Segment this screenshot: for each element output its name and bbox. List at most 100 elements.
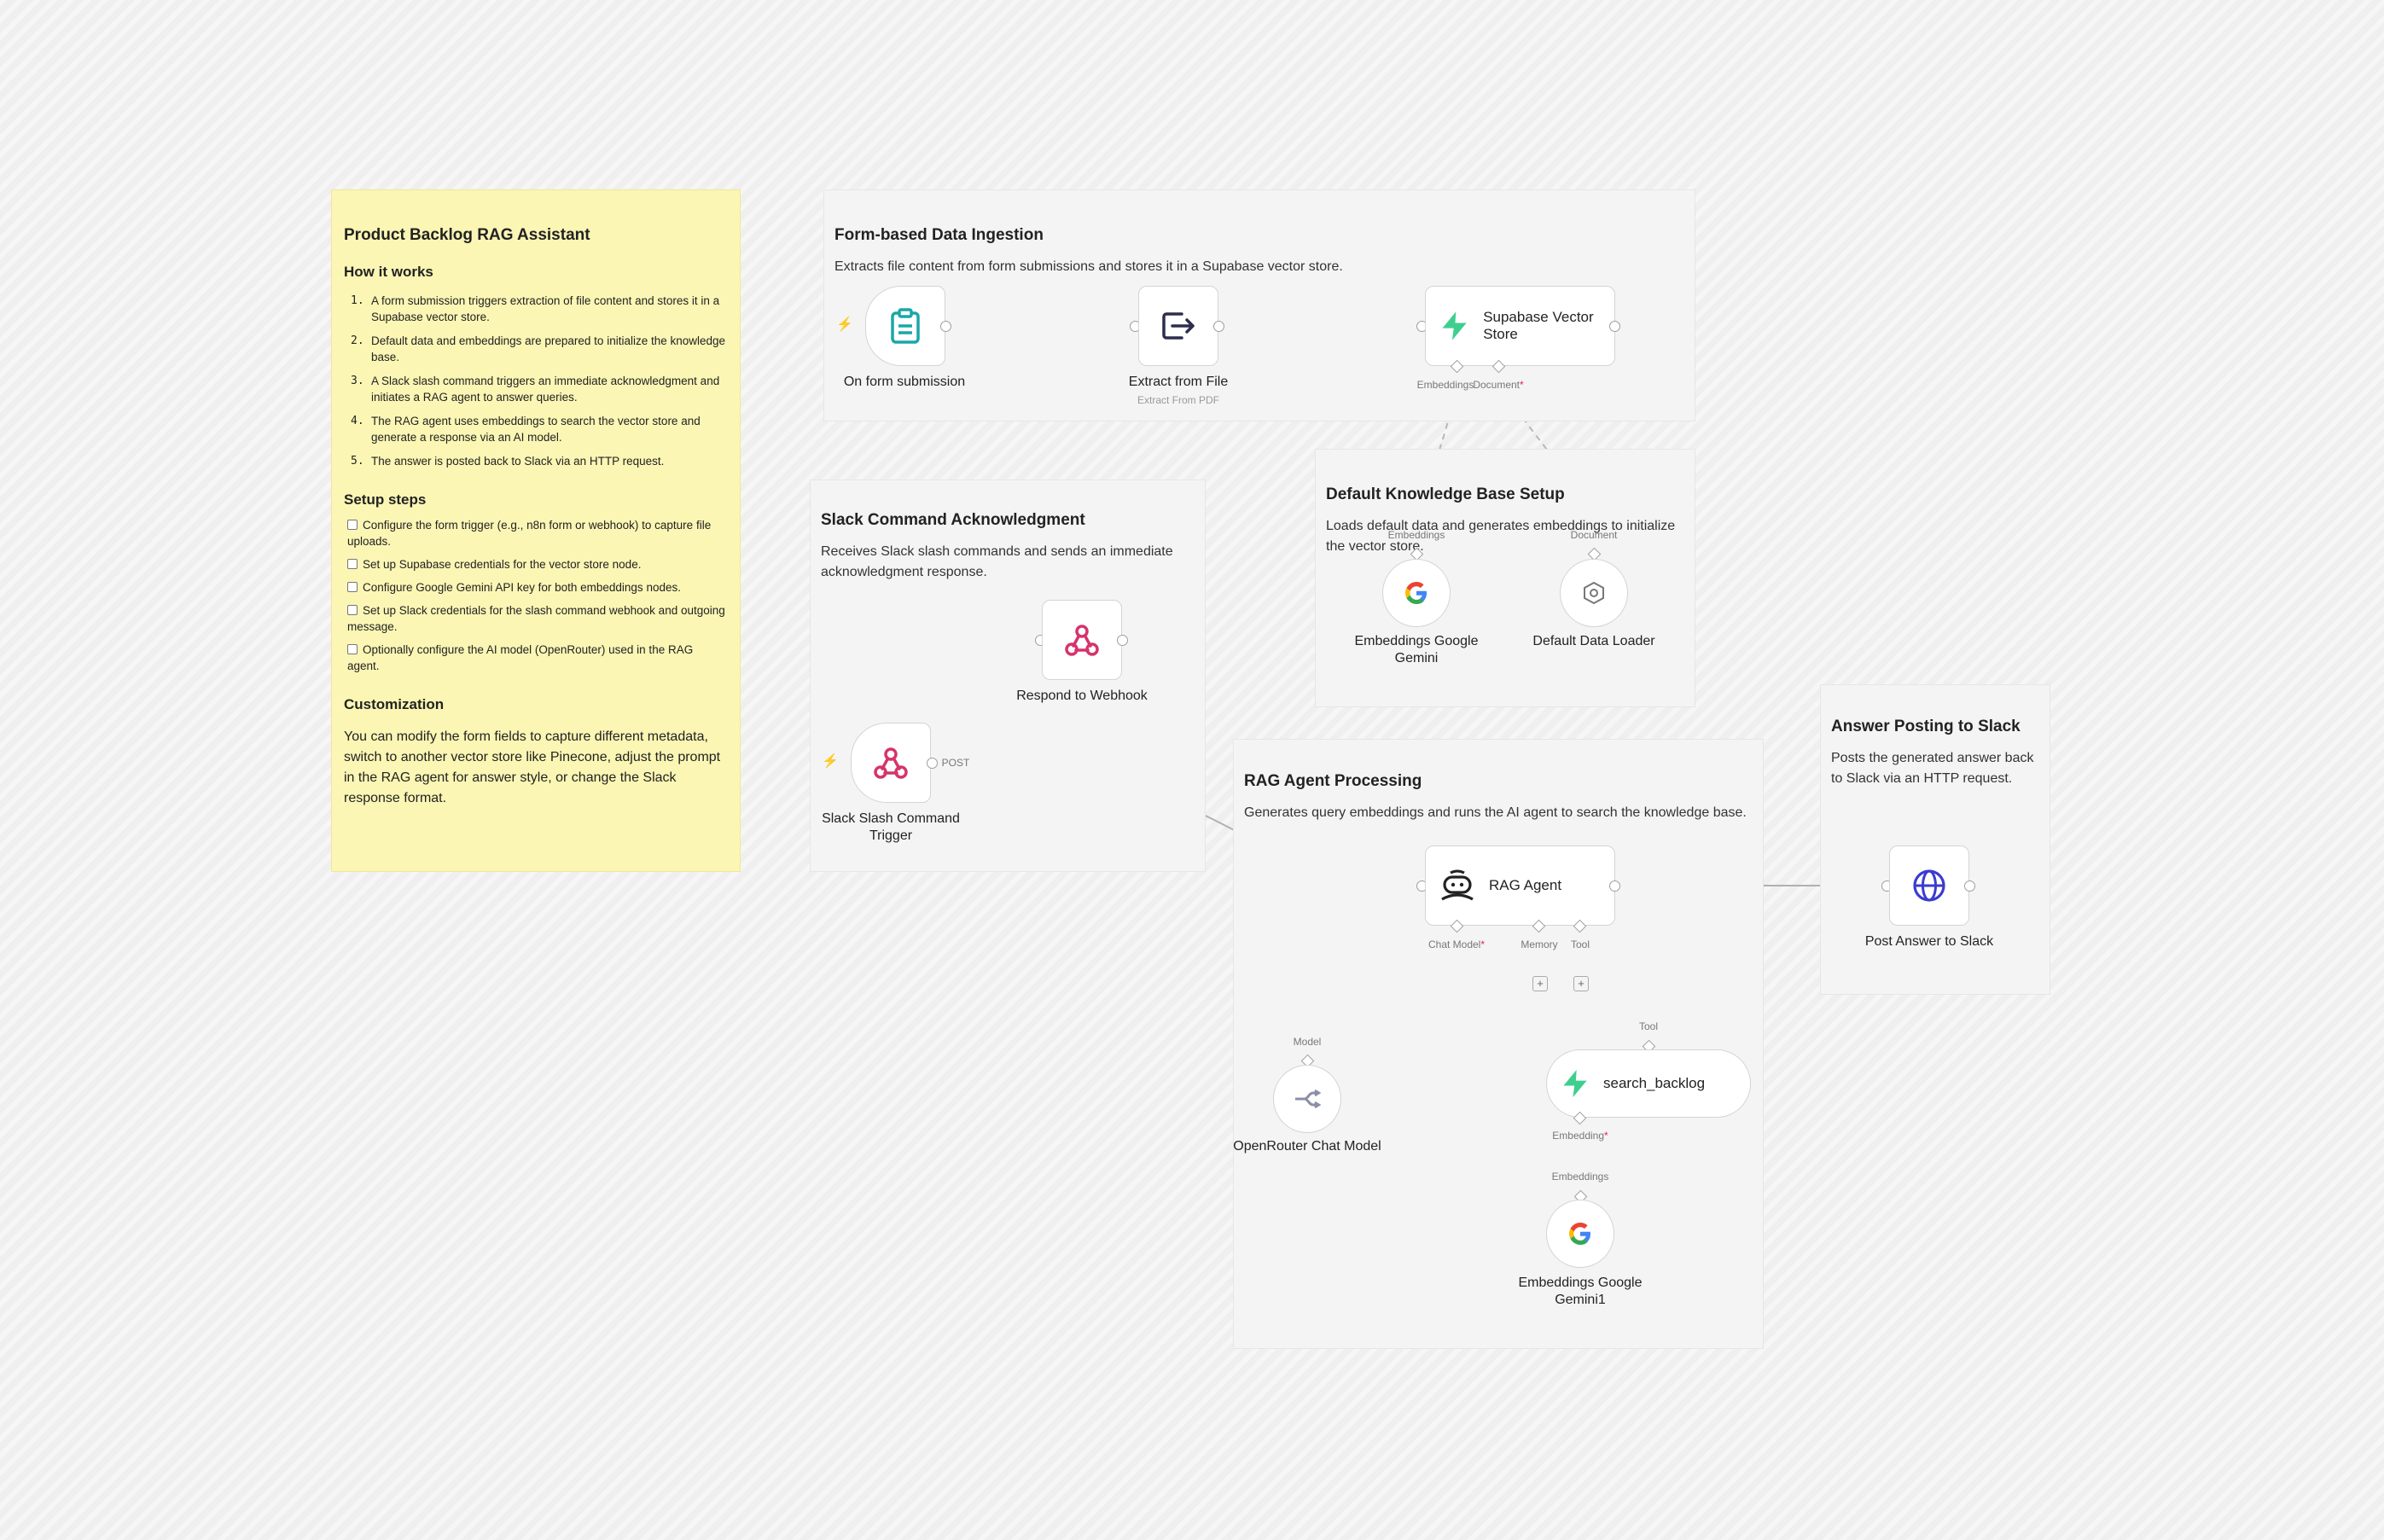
- list-item: A Slack slash command triggers an immedi…: [351, 373, 720, 404]
- output-port[interactable]: [1609, 321, 1620, 332]
- openrouter-icon: [1295, 1089, 1322, 1109]
- port-label-text: Chat Model: [1427, 939, 1481, 950]
- note-description: Generates query embeddings and runs the …: [1244, 805, 1747, 820]
- checkbox[interactable]: [347, 644, 358, 654]
- node-label: On form submission: [843, 375, 966, 389]
- note-title: Slack Command Acknowledgment: [821, 511, 1085, 529]
- node-subtitle: Extract From PDF: [1137, 394, 1219, 406]
- webhook-icon: [874, 747, 908, 779]
- checklist-item: Configure Google Gemini API key for both…: [344, 579, 728, 596]
- required-mark: *: [1520, 379, 1524, 391]
- checkbox[interactable]: [347, 605, 358, 615]
- checklist-text: Configure the form trigger (e.g., n8n fo…: [347, 519, 712, 548]
- port-label: Embeddings: [1551, 1171, 1609, 1183]
- port-label-text: Embedding: [1552, 1130, 1605, 1142]
- node-label: Default Data Loader: [1532, 634, 1655, 648]
- checklist-text: Optionally configure the AI model (OpenR…: [347, 643, 694, 672]
- port-label-text: Embeddings: [1416, 379, 1474, 391]
- output-port[interactable]: [927, 758, 938, 769]
- sticky-note-answer[interactable]: Answer Posting to Slack Posts the genera…: [1820, 684, 2050, 995]
- note-description: Receives Slack slash commands and sends …: [821, 544, 1173, 579]
- sticky-note-slack-ack[interactable]: Slack Command Acknowledgment Receives Sl…: [810, 479, 1206, 872]
- note-title: Form-based Data Ingestion: [834, 226, 1044, 244]
- node-label: search_backlog: [1603, 1075, 1706, 1091]
- node-label: Slack Slash Command Trigger: [822, 811, 960, 843]
- port-label: POST: [941, 757, 970, 769]
- port-label: Document: [1570, 529, 1618, 541]
- note-title: Product Backlog RAG Assistant: [344, 226, 590, 244]
- node-supabase-vector-store[interactable]: Supabase Vector Store: [1425, 286, 1615, 366]
- google-g-icon: [1405, 582, 1427, 604]
- setup-checklist: Configure the form trigger (e.g., n8n fo…: [344, 517, 728, 674]
- list-item: The answer is posted back to Slack via a…: [351, 453, 665, 469]
- trigger-bolt-icon: ⚡: [836, 317, 853, 332]
- globe-icon: [1913, 869, 1945, 902]
- note-title: Default Knowledge Base Setup: [1326, 485, 1565, 503]
- add-tool-button[interactable]: +: [1573, 976, 1589, 991]
- sticky-note-kb-setup[interactable]: Default Knowledge Base Setup Loads defau…: [1315, 449, 1695, 707]
- supabase-bolt-icon: [1563, 1069, 1587, 1098]
- note-title: Answer Posting to Slack: [1831, 718, 2021, 735]
- checklist-item: Optionally configure the AI model (OpenR…: [344, 642, 728, 674]
- google-g-icon: [1569, 1223, 1590, 1245]
- how-it-works-list: A form submission triggers extraction of…: [344, 293, 728, 469]
- node-label: RAG Agent: [1489, 877, 1562, 893]
- checkbox[interactable]: [347, 520, 358, 530]
- port-label: Embeddings: [1387, 529, 1445, 541]
- output-port[interactable]: [1609, 880, 1620, 892]
- port-label: Tool: [1638, 1020, 1659, 1032]
- node-label: Embeddings Google Gemini1: [1518, 1276, 1643, 1307]
- checkbox[interactable]: [347, 582, 358, 592]
- customization-text: You can modify the form fields to captur…: [344, 729, 721, 805]
- list-item: Default data and embeddings are prepared…: [351, 333, 726, 363]
- checklist-text: Configure Google Gemini API key for both…: [363, 581, 681, 594]
- required-mark: *: [1480, 939, 1486, 950]
- port-label: Tool: [1570, 939, 1590, 950]
- node-default-data-loader[interactable]: [1560, 559, 1628, 627]
- port-label: Embeddings: [1417, 379, 1474, 391]
- node-extract-from-file[interactable]: [1138, 286, 1218, 366]
- port-label: Document*: [1473, 379, 1523, 391]
- node-search-backlog[interactable]: search_backlog: [1546, 1049, 1751, 1118]
- trigger-bolt-icon: ⚡: [822, 754, 839, 769]
- setup-steps-heading: Setup steps: [344, 491, 427, 508]
- checklist-item: Set up Slack credentials for the slash c…: [344, 602, 728, 635]
- required-mark: *: [1604, 1130, 1608, 1142]
- export-file-icon: [1162, 312, 1195, 340]
- node-openrouter-chat-model[interactable]: [1273, 1065, 1341, 1133]
- port-label-text: Document: [1473, 379, 1521, 391]
- node-form-submission[interactable]: [865, 286, 945, 366]
- node-respond-to-webhook[interactable]: [1042, 600, 1122, 680]
- checklist-item: Set up Supabase credentials for the vect…: [344, 556, 728, 572]
- output-port[interactable]: [940, 321, 951, 332]
- customization-heading: Customization: [344, 696, 445, 712]
- port-label: Memory: [1521, 939, 1558, 950]
- note-description: Posts the generated answer back to Slack…: [1831, 751, 2034, 786]
- node-label: Embeddings Google Gemini: [1354, 634, 1479, 665]
- port-label: Embedding*: [1552, 1130, 1608, 1142]
- node-embeddings-google-gemini[interactable]: [1382, 559, 1451, 627]
- port-label: Model: [1293, 1036, 1322, 1048]
- node-embeddings-google-gemini1[interactable]: [1546, 1200, 1614, 1268]
- list-item: The RAG agent uses embeddings to search …: [351, 413, 701, 444]
- supabase-bolt-icon: [1442, 311, 1467, 340]
- node-label: Supabase Vector Store: [1483, 309, 1594, 342]
- node-label: OpenRouter Chat Model: [1233, 1139, 1381, 1154]
- output-port[interactable]: [1964, 880, 1975, 892]
- sticky-note-rag[interactable]: RAG Agent Processing Generates query emb…: [1233, 739, 1764, 1349]
- port-label: Chat Model*: [1428, 939, 1485, 950]
- node-post-answer-to-slack[interactable]: [1889, 846, 1969, 926]
- output-port[interactable]: [1213, 321, 1224, 332]
- add-memory-button[interactable]: +: [1532, 976, 1548, 991]
- output-port[interactable]: [1117, 635, 1128, 646]
- node-label: Respond to Webhook: [1016, 689, 1148, 703]
- checklist-text: Set up Supabase credentials for the vect…: [363, 558, 642, 571]
- sticky-note-main[interactable]: Product Backlog RAG Assistant How it wor…: [331, 189, 741, 872]
- checklist-item: Configure the form trigger (e.g., n8n fo…: [344, 517, 728, 549]
- checkbox[interactable]: [347, 559, 358, 569]
- node-slack-slash-trigger[interactable]: [851, 723, 931, 803]
- note-title: RAG Agent Processing: [1244, 772, 1422, 790]
- node-label: Post Answer to Slack: [1864, 934, 1994, 949]
- node-rag-agent[interactable]: RAG Agent: [1425, 846, 1615, 926]
- note-description: Extracts file content from form submissi…: [834, 259, 1343, 274]
